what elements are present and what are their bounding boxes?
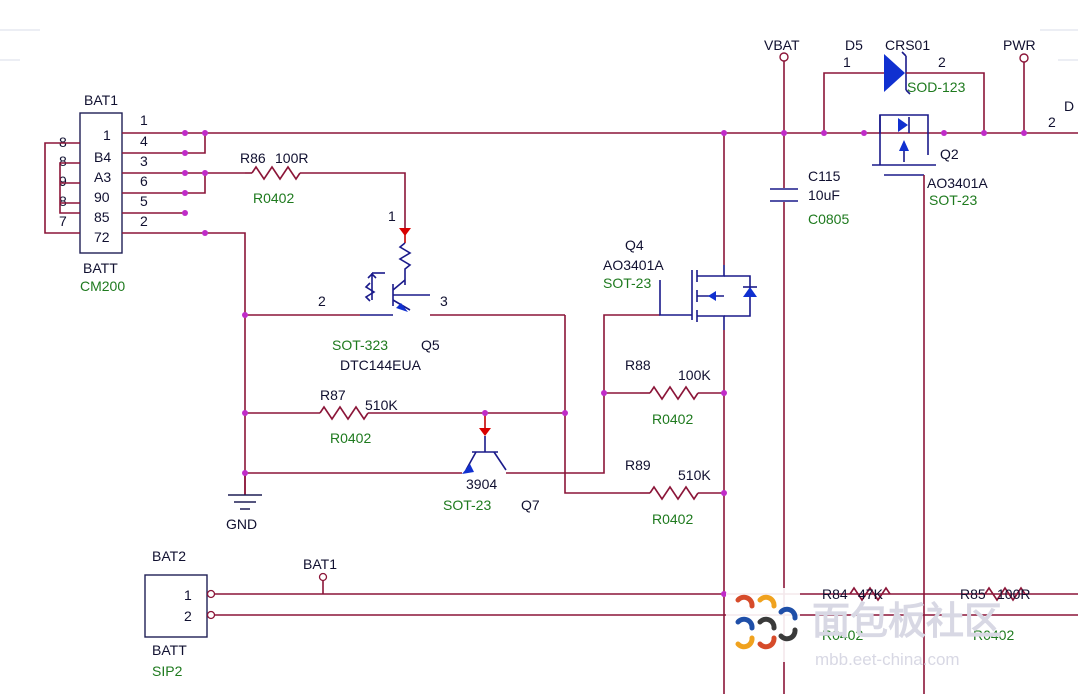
edge-pin: 2 <box>1048 114 1056 130</box>
r89-ref: R89 <box>625 457 651 473</box>
q5-transistor[interactable]: 1 2 3 SOT-323 Q5 DTC144EUA <box>245 208 565 373</box>
watermark-cn: 面包板社区 <box>812 601 1002 643</box>
r86-value: 100R <box>275 150 308 166</box>
r87-value: 510K <box>365 397 398 413</box>
bat1-connector[interactable]: BAT1 BATT CM200 1 B4 A3 90 85 72 8 8 9 8… <box>59 92 148 294</box>
d5-part: CRS01 <box>885 37 930 53</box>
r87-resistor[interactable]: R87 510K R0402 <box>245 387 565 446</box>
pwr-label: PWR <box>1003 37 1036 53</box>
r85-footprint: R0402 <box>973 627 1014 643</box>
q4-mosfet[interactable]: Q4 AO3401A SOT-23 <box>603 237 757 330</box>
bat1-outer-pin-1: 8 <box>59 153 67 169</box>
r85-resistor[interactable]: R85 100R R0402 <box>960 586 1030 643</box>
c115-capacitor[interactable]: C115 10uF C0805 <box>770 168 849 227</box>
bat1-right-pin-4: 5 <box>140 193 148 209</box>
r84-value: 47K <box>858 586 884 602</box>
bat1-outer-pin-3: 8 <box>59 193 67 209</box>
c115-footprint: C0805 <box>808 211 849 227</box>
q4-ref: Q4 <box>625 237 644 253</box>
c115-ref: C115 <box>808 168 841 184</box>
bat2-ref: BAT2 <box>152 548 186 564</box>
r87-ref: R87 <box>320 387 346 403</box>
r84-ref: R84 <box>822 586 848 602</box>
r86-resistor[interactable]: R86 100R R0402 <box>240 150 406 228</box>
bat2-footprint: SIP2 <box>152 663 183 679</box>
watermark-logo <box>726 588 800 662</box>
q5-ref: Q5 <box>421 337 440 353</box>
q4-part: AO3401A <box>603 257 664 273</box>
bat1-ref: BAT1 <box>84 92 118 108</box>
bat1-outer-pin-4: 7 <box>59 213 67 229</box>
r86-footprint: R0402 <box>253 190 294 206</box>
r84-footprint: R0402 <box>822 627 863 643</box>
d5-ref: D5 <box>845 37 863 53</box>
junction-dots <box>182 130 1027 597</box>
bat1-right-pin-2: 3 <box>140 153 148 169</box>
r87-footprint: R0402 <box>330 430 371 446</box>
bat1-right-pin-1: 4 <box>140 133 148 149</box>
d5-package: SOD-123 <box>907 79 966 95</box>
bat1-value: BATT <box>83 260 118 276</box>
mid-wires <box>564 315 640 494</box>
q2-package: SOT-23 <box>929 192 977 208</box>
d5-diode[interactable]: D5 CRS01 1 2 SOD-123 <box>823 37 985 133</box>
c115-value: 10uF <box>808 187 840 203</box>
edge-label: D <box>1064 98 1074 114</box>
bat1-net-text: BAT1 <box>303 556 337 572</box>
r89-footprint: R0402 <box>652 511 693 527</box>
q5-pin3: 3 <box>440 293 448 309</box>
r86-ref: R86 <box>240 150 266 166</box>
watermark-url: mbb.eet-china.com <box>815 650 960 669</box>
r85-value: 100R <box>997 586 1030 602</box>
bat1-right-pin-0: 1 <box>140 112 148 128</box>
bat1-outer-pin-2: 9 <box>59 173 67 189</box>
q4-package: SOT-23 <box>603 275 651 291</box>
r88-ref: R88 <box>625 357 651 373</box>
bat1-inner-pin-5: 72 <box>94 229 110 245</box>
bat1-net-label: BAT1 <box>303 556 337 594</box>
d5-pin1: 1 <box>843 54 851 70</box>
q5-part: DTC144EUA <box>340 357 422 373</box>
q5-pin2: 2 <box>318 293 326 309</box>
d5-pin2: 2 <box>938 54 946 70</box>
grid-marks <box>0 29 1078 61</box>
r85-ref: R85 <box>960 586 986 602</box>
r89-value: 510K <box>678 467 711 483</box>
bat2-connector[interactable]: BAT2 1 2 BATT SIP2 <box>144 548 1078 679</box>
gnd-label: GND <box>226 516 257 532</box>
bat1-wires <box>44 132 1078 495</box>
bat1-inner-pin-4: 85 <box>94 209 110 225</box>
r88-value: 100K <box>678 367 711 383</box>
gnd-symbol: GND <box>226 473 262 532</box>
r88-resistor[interactable]: R88 100K R0402 <box>625 357 724 427</box>
bat1-right-pin-5: 2 <box>140 213 148 229</box>
bat2-pin1: 1 <box>184 587 192 603</box>
r84-resistor[interactable]: R84 47K R0402 <box>822 586 891 643</box>
q5-pin1: 1 <box>388 208 396 224</box>
q2-mosfet[interactable]: Q2 AO3401A SOT-23 <box>872 114 988 694</box>
bat1-inner-pin-1: B4 <box>94 149 111 165</box>
pwr-net: PWR D 2 <box>1003 37 1074 133</box>
q7-package: SOT-23 <box>443 497 491 513</box>
q2-ref: Q2 <box>940 146 959 162</box>
q7-ref: Q7 <box>521 497 540 513</box>
q5-package: SOT-323 <box>332 337 388 353</box>
bat2-pin2: 2 <box>184 608 192 624</box>
r88-footprint: R0402 <box>652 411 693 427</box>
bat1-outer-pin-0: 8 <box>59 134 67 150</box>
bat1-footprint: CM200 <box>80 278 125 294</box>
vbat-label: VBAT <box>764 37 800 53</box>
bat1-inner-pin-3: 90 <box>94 189 110 205</box>
q7-part: 3904 <box>466 476 497 492</box>
bat1-right-pin-3: 6 <box>140 173 148 189</box>
bat1-inner-pin-2: A3 <box>94 169 111 185</box>
r89-resistor[interactable]: R89 510K R0402 <box>625 457 724 527</box>
q2-part: AO3401A <box>927 175 988 191</box>
bat2-value: BATT <box>152 642 187 658</box>
bat1-inner-pin-0: 1 <box>103 127 111 143</box>
q7-transistor[interactable]: 3904 SOT-23 Q7 <box>245 314 660 513</box>
